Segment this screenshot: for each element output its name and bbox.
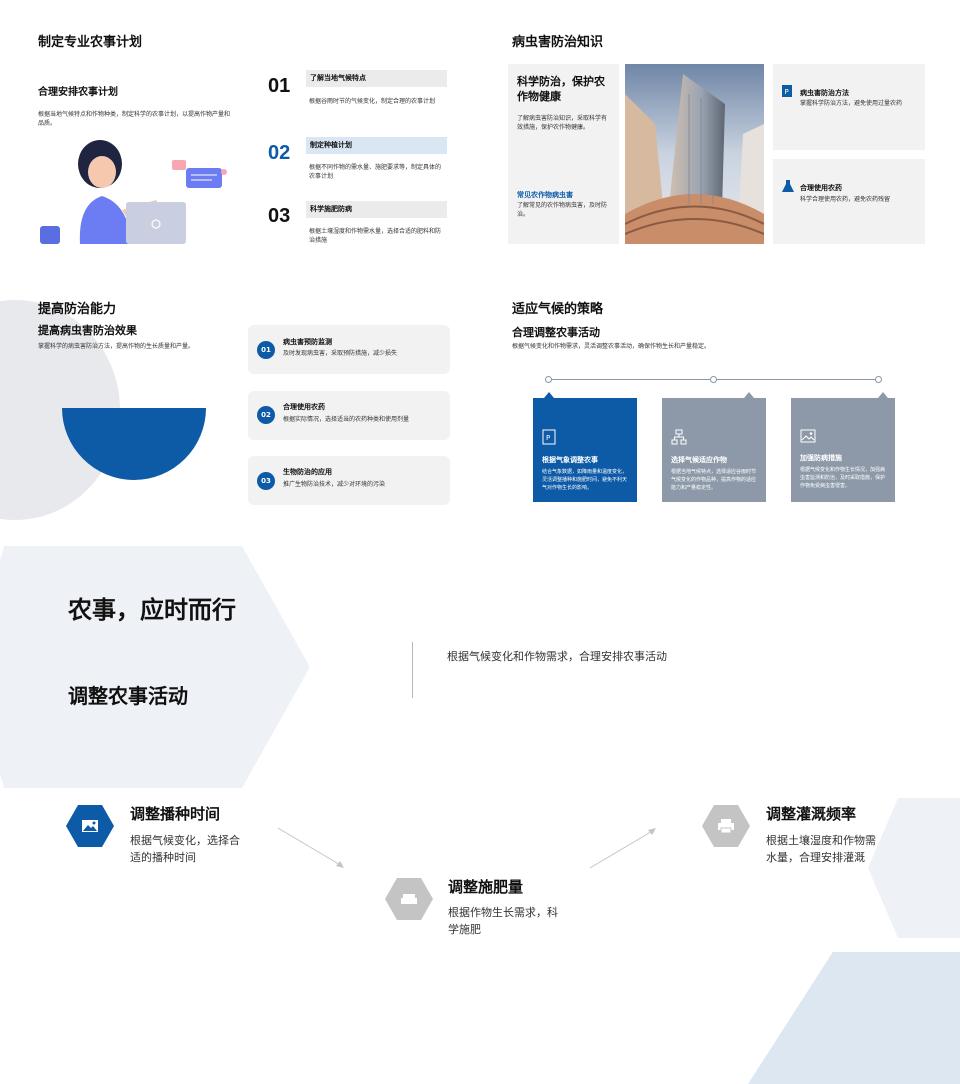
- connector-arrow: [277, 827, 344, 868]
- item-hexagon: [385, 878, 433, 920]
- printer-icon: [718, 819, 734, 834]
- pest-left-text: 了解病虫害防治知识，采取科学有效措施，保护农作物健康。: [517, 115, 608, 131]
- pest-card: [773, 64, 925, 150]
- slide-climate-strategy: 适应气候的策略 合理调整农事活动 根据气候变化和作物需求，灵活调整农事活动，确保…: [480, 270, 960, 540]
- strategy-label: 根据气象调整农事: [542, 456, 598, 464]
- item-hexagon: [702, 805, 750, 847]
- item-text: 根据作物生长需求，科学施肥: [448, 906, 558, 936]
- step-number: 03: [268, 205, 291, 227]
- strategy-label: 加强防病措施: [800, 454, 842, 462]
- step-number: 01: [268, 75, 291, 97]
- slide3-subtitle: 提高病虫害防治效果: [38, 324, 137, 337]
- svg-text:P: P: [546, 434, 550, 442]
- network-icon: [671, 429, 687, 445]
- card-pointer: [878, 392, 888, 398]
- strategy-text: 根据气候变化和作物生长情况，加强病虫害监测和防治，及时采取措施，保护作物免受病虫…: [800, 467, 886, 489]
- pest-left-panel: [508, 64, 619, 244]
- control-text: 及时发现病虫害，采取预防措施，减少损失: [283, 350, 398, 357]
- pest-card-label: 病虫害防治方法: [800, 89, 849, 97]
- timeline-dot: [545, 376, 552, 383]
- pest-card: [773, 159, 925, 244]
- slide-improve-control: 提高防治能力 提高病虫害防治效果 掌握科学的病虫害防治方法，提高作物的生长质量和…: [0, 270, 480, 540]
- slide2-title: 病虫害防治知识: [512, 35, 604, 50]
- item-label: 调整灌溉频率: [766, 805, 857, 823]
- card-pointer: [744, 392, 754, 398]
- control-badge: 01: [257, 341, 275, 359]
- pest-left-subtext: 了解常见的农作物病虫害，及时防治。: [517, 202, 608, 218]
- decor-bottom-shape: [748, 952, 960, 1084]
- strategy-card: 加强防病措施 根据气候变化和作物生长情况，加强病虫害监测和防治，及时采取措施，保…: [791, 398, 895, 502]
- slide-adjust-activities: 农事，应时而行 调整农事活动 根据气候变化和作物需求，合理安排农事活动 调整播种…: [0, 540, 960, 1084]
- connector-arrow: [589, 828, 656, 869]
- sofa-icon: [401, 894, 417, 904]
- decor-pale-hexagon: [0, 546, 310, 788]
- card-pointer: [544, 392, 554, 398]
- pest-card-text: 掌握科学防治方法，避免使用过量农药: [800, 100, 903, 107]
- pest-left-subheading: 常见农作物病虫害: [517, 191, 573, 199]
- vertical-divider: [412, 642, 413, 698]
- strategy-card: 选择气候适应作物 根据当地气候特点，选择适应谷雨时节气候变化的作物品种，提高作物…: [662, 398, 766, 502]
- image-icon: [800, 429, 816, 443]
- item-hexagon: [66, 805, 114, 847]
- control-label: 病虫害预防监测: [283, 338, 332, 346]
- control-card: [248, 325, 450, 374]
- step-text: 根据谷雨时节的气候变化，制定合理的农事计划: [309, 98, 436, 105]
- pest-card-label: 合理使用农药: [800, 184, 842, 192]
- item-text: 根据土壤湿度和作物需水量，合理安排灌溉: [766, 834, 876, 864]
- slide-pest-knowledge: 病虫害防治知识 科学防治，保护农作物健康 了解病虫害防治知识，采取科学有效措施，…: [480, 0, 960, 270]
- step-label: 科学施肥防病: [306, 201, 447, 218]
- decor-right-hexagon: [868, 798, 960, 938]
- document-icon: P: [542, 429, 556, 445]
- timeline-dot: [710, 376, 717, 383]
- step-text: 根据土壤湿度和作物需水量，选择合适的肥料和防治措施: [309, 228, 442, 244]
- control-card: [248, 391, 450, 440]
- slide4-desc: 根据气候变化和作物需求，灵活调整农事活动，确保作物生长和产量稳定。: [512, 343, 711, 350]
- flask-icon: [782, 180, 794, 192]
- control-text: 推广生物防治技术，减少对环境的污染: [283, 481, 386, 488]
- step-label: 制定种植计划: [306, 137, 447, 154]
- strategy-text: 结合气象数据，如降雨量和温度变化，灵活调整播种和施肥时间，避免不利天气对作物生长…: [542, 469, 628, 491]
- timeline-dot: [875, 376, 882, 383]
- slide5-title1: 农事，应时而行: [68, 596, 236, 624]
- control-label: 合理使用农药: [283, 403, 325, 411]
- svg-text:P: P: [785, 88, 789, 96]
- woman-laptop-illustration: [40, 140, 227, 244]
- step-label: 了解当地气候特点: [306, 70, 447, 87]
- strategy-card: P 根据气象调整农事 结合气象数据，如降雨量和温度变化，灵活调整播种和施肥时间，…: [533, 398, 637, 502]
- strategy-text: 根据当地气候特点，选择适应谷雨时节气候变化的作物品种，提高作物的适应能力和产量稳…: [671, 469, 757, 491]
- slide1-desc: 根据当地气候特点和作物种类，制定科学的农事计划，以提高作物产量和品质。: [38, 111, 231, 127]
- strategy-label: 选择气候适应作物: [671, 456, 727, 464]
- control-text: 根据实际情况，选择适当的农药种类和使用剂量: [283, 416, 410, 423]
- item-text: 根据气候变化，选择合适的播种时间: [130, 834, 240, 864]
- slide4-title: 适应气候的策略: [512, 302, 604, 317]
- pest-left-heading: 科学防治，保护农作物健康: [517, 75, 605, 103]
- image-icon: [82, 820, 98, 832]
- control-label: 生物防治的应用: [283, 468, 332, 476]
- slide5-title2: 调整农事活动: [68, 684, 188, 708]
- slide3-desc: 掌握科学的病虫害防治方法，提高作物的生长质量和产量。: [38, 343, 195, 350]
- control-badge: 02: [257, 406, 275, 424]
- slide4-subtitle: 合理调整农事活动: [512, 326, 600, 339]
- slide5-intro: 根据气候变化和作物需求，合理安排农事活动: [447, 650, 667, 663]
- item-label: 调整施肥量: [448, 878, 524, 896]
- step-text: 根据不同作物的需水量、施肥要求等，制定具体的农事计划: [309, 164, 442, 180]
- item-label: 调整播种时间: [130, 805, 221, 823]
- pest-card-text: 科学合理使用农药，避免农药残留: [800, 196, 891, 203]
- slide3-title: 提高防治能力: [38, 302, 117, 317]
- slide-farm-plan: 制定专业农事计划 合理安排农事计划 根据当地气候特点和作物种类，制定科学的农事计…: [0, 0, 480, 270]
- slide1-subtitle: 合理安排农事计划: [38, 87, 118, 98]
- skyscraper-photo: [625, 64, 764, 244]
- control-card: [248, 456, 450, 505]
- step-number: 02: [268, 142, 291, 164]
- slide1-title: 制定专业农事计划: [38, 35, 143, 50]
- control-badge: 03: [257, 472, 275, 490]
- document-icon: P: [782, 85, 792, 97]
